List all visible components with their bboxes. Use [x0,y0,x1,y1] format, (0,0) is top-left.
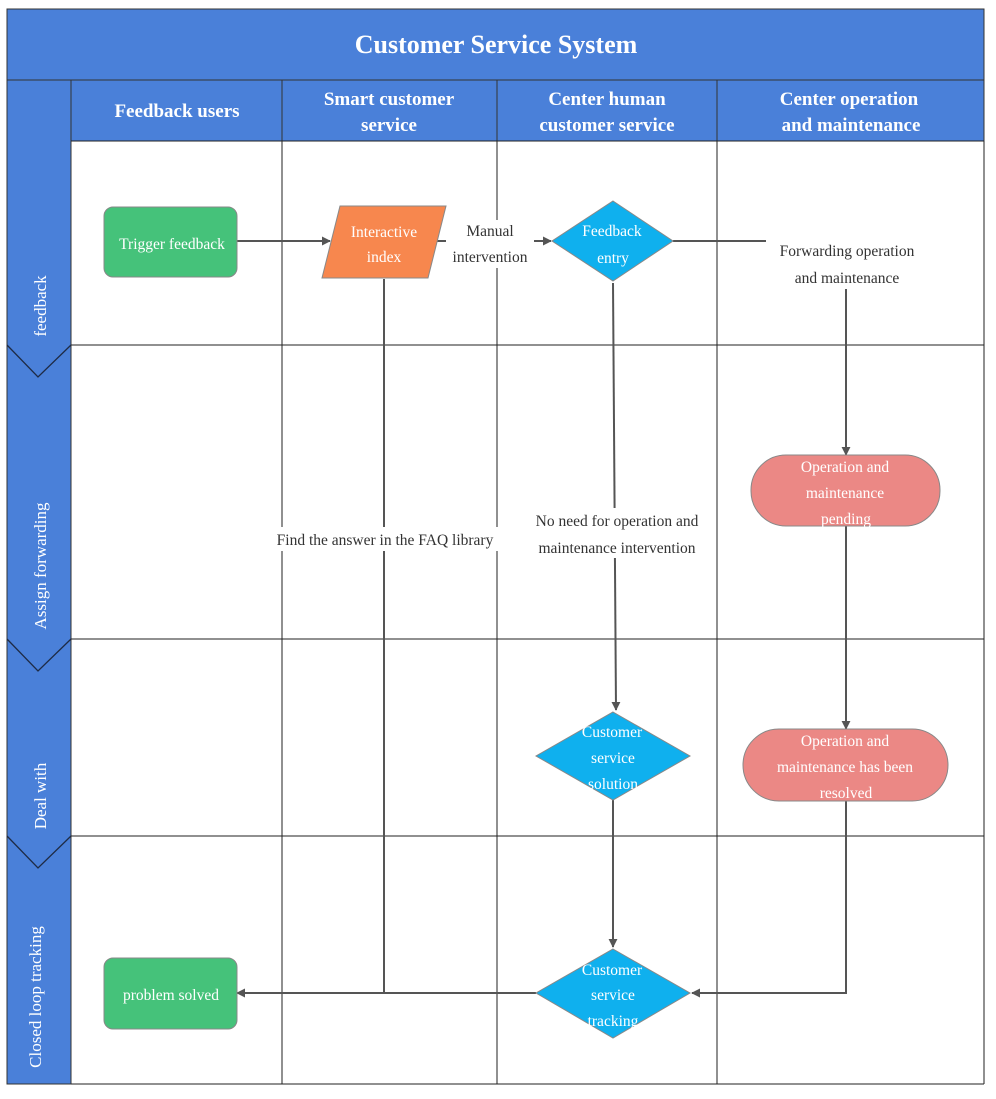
node-label: service [591,750,635,767]
lane-headers: Feedback users Smart customer service Ce… [70,79,985,142]
lane-header-label: service [361,115,417,136]
lane-header-label: Feedback users [114,101,239,122]
node-label: Operation and [801,733,889,750]
node-interactive-index[interactable]: Interactive index [321,205,447,279]
phase-column [6,79,72,1085]
node-label: resolved [820,785,873,802]
node-cs-solution[interactable]: Customer service solution [534,711,692,801]
node-label: service [591,987,635,1004]
node-label: maintenance has been [777,759,913,776]
phase-label-feedback: feedback [31,275,50,337]
node-trigger-feedback[interactable]: Trigger feedback [103,206,238,278]
node-label: pending [821,511,871,528]
node-label: Feedback [582,223,642,240]
node-label: tracking [588,1013,639,1030]
lane-header-label: and maintenance [782,115,921,136]
node-label: solution [588,776,638,793]
node-problem-solved[interactable]: problem solved [103,957,238,1030]
node-om-resolved[interactable]: Operation and maintenance has been resol… [742,728,949,802]
node-label: entry [597,250,629,267]
diagram-title: Customer Service System [355,30,638,59]
node-feedback-entry[interactable]: Feedback entry [551,200,674,282]
edge-labels: Manual intervention Forwarding operation… [258,220,928,558]
node-label: Customer [582,724,643,741]
phase-label-deal-with: Deal with [31,762,50,829]
edge-label-no-need: No need for operation and [536,513,699,530]
lane-header-label: Center operation [780,89,919,110]
phase-chevrons [6,344,72,869]
node-om-pending[interactable]: Operation and maintenance pending [750,454,941,528]
lane-header-label: customer service [539,115,674,136]
edge-label-manual: Manual [466,223,513,240]
phase-label-assign-forwarding: Assign forwarding [31,502,50,630]
grid [71,140,985,1085]
edge-resolved-to-tracking [691,801,847,998]
edge-label-forwarding: Forwarding operation [780,243,915,260]
lane-header-label: Center human [548,89,666,110]
node-label: Customer [582,962,643,979]
phase-label-closed-loop: Closed loop tracking [26,926,45,1068]
node-label: Operation and [801,459,889,476]
node-label: maintenance [806,485,884,502]
title-bar [6,8,985,81]
lane-header-label: Smart customer [324,89,455,110]
node-label: Trigger feedback [119,236,225,253]
lane-header-feedback-users [70,79,283,142]
node-cs-tracking[interactable]: Customer service tracking [535,948,691,1039]
node-label: index [367,249,402,266]
edge-label-faq: Find the answer in the FAQ library [277,532,494,549]
edge-label-manual: intervention [453,249,528,266]
node-label: problem solved [123,987,219,1004]
edge-label-no-need: maintenance intervention [538,540,695,557]
lane-header-smart-cs [281,79,498,142]
edge-entry-to-cs-solution [611,282,621,711]
node-label: Interactive [351,224,417,241]
connectors [236,236,851,998]
edge-label-forwarding: and maintenance [795,270,900,287]
